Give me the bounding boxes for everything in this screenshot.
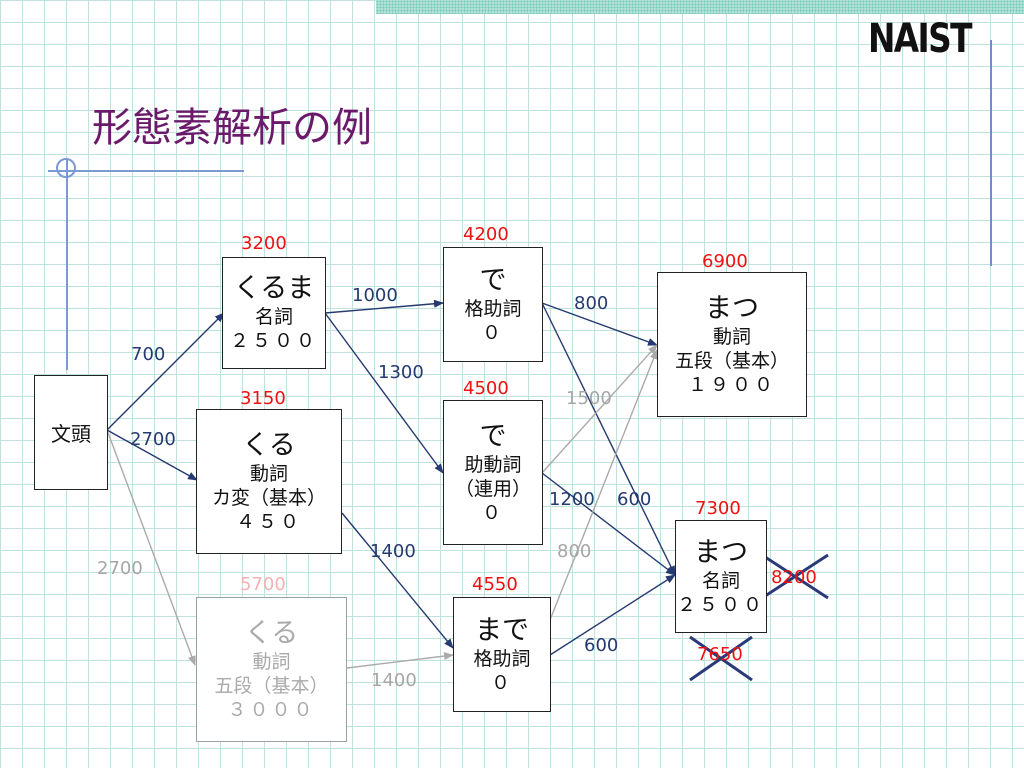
node-kuru-go: くる 動詞 五段（基本） ３０００: [196, 597, 347, 742]
node-matsu-v-conj: 五段（基本）: [674, 349, 789, 372]
edge-bos-kuruma: [106, 312, 225, 431]
header-dot-band: [376, 0, 1024, 14]
edge-made-matsu-v: [549, 349, 658, 621]
node-made-surface: まで: [475, 614, 529, 646]
node-de-case: で 格助詞 ０: [443, 247, 543, 362]
weight-de-aux-matsu-n-b: 600: [617, 489, 652, 510]
rejected-score-8200: 8200: [771, 567, 817, 588]
edge-kuruma-de-case: [324, 299, 444, 314]
reject-cross-8200: [761, 553, 829, 600]
node-made-cost: ０: [490, 671, 513, 694]
weight-made-matsu-n: 600: [584, 635, 619, 656]
node-kuru-ka-cost: ４５０: [235, 510, 302, 533]
node-kuru-go-cost: ３０００: [227, 698, 316, 721]
node-bos: 文頭: [34, 375, 108, 490]
decorative-horizontal-line: [48, 170, 244, 172]
node-bos-surface: 文頭: [51, 422, 91, 446]
node-de-aux-surface: で: [479, 420, 507, 452]
node-kuru-go-surface: くる: [244, 617, 299, 649]
edge-kuru-ka-made: [341, 512, 454, 649]
node-de-aux-cost: ０: [481, 501, 504, 524]
weight-kuru-go-made: 1400: [371, 670, 417, 691]
node-de-aux: で 助動詞 （連用） ０: [443, 400, 543, 545]
reject-cross-7650: [689, 635, 753, 682]
node-matsu-n-surface: まつ: [694, 536, 748, 568]
edge-bos-kuru-go: [106, 429, 196, 666]
weight-bos-kuruma: 700: [131, 344, 166, 365]
node-made: まで 格助詞 ０: [453, 597, 551, 712]
node-kuruma-pos: 名詞: [254, 306, 293, 328]
node-kuru-ka-conj: カ変（基本）: [211, 486, 326, 509]
weight-kuruma-de-aux: 1300: [378, 362, 424, 383]
weight-de-aux-matsu-n-a: 1200: [549, 489, 595, 510]
node-made-pos: 格助詞: [473, 647, 531, 670]
node-kuru-ka-pos: 動詞: [249, 462, 288, 485]
score-kuru-go: 5700: [240, 574, 286, 595]
weight-kuru-ka-made: 1400: [370, 541, 416, 562]
score-de-case: 4200: [463, 224, 509, 245]
node-de-aux-conj: （連用）: [454, 477, 531, 500]
edge-made-matsu-n: [549, 574, 676, 656]
score-made: 4550: [472, 574, 518, 595]
node-de-case-pos: 格助詞: [464, 297, 522, 320]
node-matsu-v-pos: 動詞: [712, 325, 751, 348]
edge-de-case-matsu-n: [541, 302, 676, 576]
edge-de-aux-matsu-v: [541, 344, 658, 474]
edge-de-aux-matsu-n: [541, 472, 676, 576]
decorative-crosshair-line: [66, 160, 68, 370]
slide-title: 形態素解析の例: [92, 105, 372, 151]
node-kuruma-surface: くるま: [233, 273, 315, 304]
weight-de-case-matsu-v: 800: [574, 293, 609, 314]
score-matsu-v: 6900: [702, 251, 748, 272]
weight-de-aux-matsu-v: 1500: [566, 388, 612, 409]
node-kuru-ka: くる 動詞 カ変（基本） ４５０: [196, 409, 342, 554]
node-matsu-v: まつ 動詞 五段（基本） １９００: [657, 272, 807, 417]
edge-de-case-matsu-v: [541, 302, 658, 346]
node-kuruma-cost: ２５００: [229, 330, 318, 352]
node-matsu-n-cost: ２５００: [676, 593, 765, 616]
node-kuruma: くるま 名詞 ２５００: [222, 257, 326, 369]
weight-bos-kuru-go: 2700: [97, 558, 143, 579]
score-kuruma: 3200: [241, 233, 287, 254]
decorative-vertical-line: [990, 40, 992, 266]
naist-logo: NAIST: [868, 16, 972, 62]
node-kuru-go-conj: 五段（基本）: [214, 674, 329, 697]
score-kuru-ka: 3150: [240, 388, 286, 409]
decorative-crosshair-circle: [56, 158, 76, 178]
edge-kuruma-de-aux: [324, 312, 444, 474]
edge-kuru-go-made: [346, 652, 454, 669]
node-matsu-v-surface: まつ: [705, 292, 759, 324]
weight-made-matsu-v: 800: [557, 541, 592, 562]
node-matsu-v-cost: １９００: [687, 373, 776, 396]
weight-kuruma-de-case: 1000: [352, 285, 398, 306]
node-de-case-surface: で: [479, 264, 507, 296]
node-matsu-n-pos: 名詞: [701, 569, 740, 592]
node-de-case-cost: ０: [481, 321, 504, 344]
score-de-aux: 4500: [463, 378, 509, 399]
node-de-aux-pos: 助動詞: [464, 453, 522, 476]
rejected-score-7650: 7650: [697, 644, 743, 665]
node-kuru-ka-surface: くる: [242, 429, 296, 461]
score-matsu-n: 7300: [695, 498, 741, 519]
node-matsu-n: まつ 名詞 ２５００: [675, 520, 767, 633]
weight-bos-kuru-ka: 2700: [130, 429, 176, 450]
node-kuru-go-pos: 動詞: [252, 650, 291, 673]
edge-bos-kuru-ka: [106, 429, 198, 481]
